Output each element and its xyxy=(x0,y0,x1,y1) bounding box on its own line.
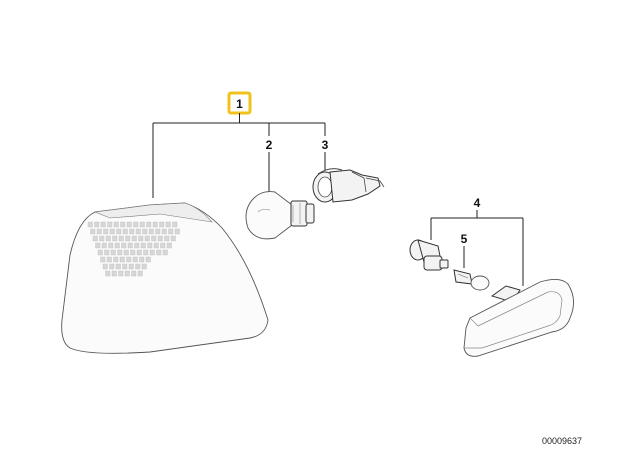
wedge-bulb-icon xyxy=(453,269,490,291)
callout-1-bracket xyxy=(152,113,326,198)
lens-pattern xyxy=(87,221,180,277)
callout-4-bracket xyxy=(430,210,524,286)
side-marker-lamp xyxy=(463,279,574,357)
reference-number: 00009637 xyxy=(542,436,582,446)
corner-light-lens xyxy=(61,202,269,354)
callout-3-label[interactable]: 3 xyxy=(322,138,329,152)
bulb-icon xyxy=(245,191,315,240)
side-marker-socket-icon xyxy=(409,239,449,271)
callout-4-label[interactable]: 4 xyxy=(474,196,481,210)
bulb-socket-icon xyxy=(312,168,385,203)
callout-5-label[interactable]: 5 xyxy=(461,232,468,246)
callout-1-label[interactable]: 1 xyxy=(236,97,243,111)
callout-2-label[interactable]: 2 xyxy=(266,138,273,152)
